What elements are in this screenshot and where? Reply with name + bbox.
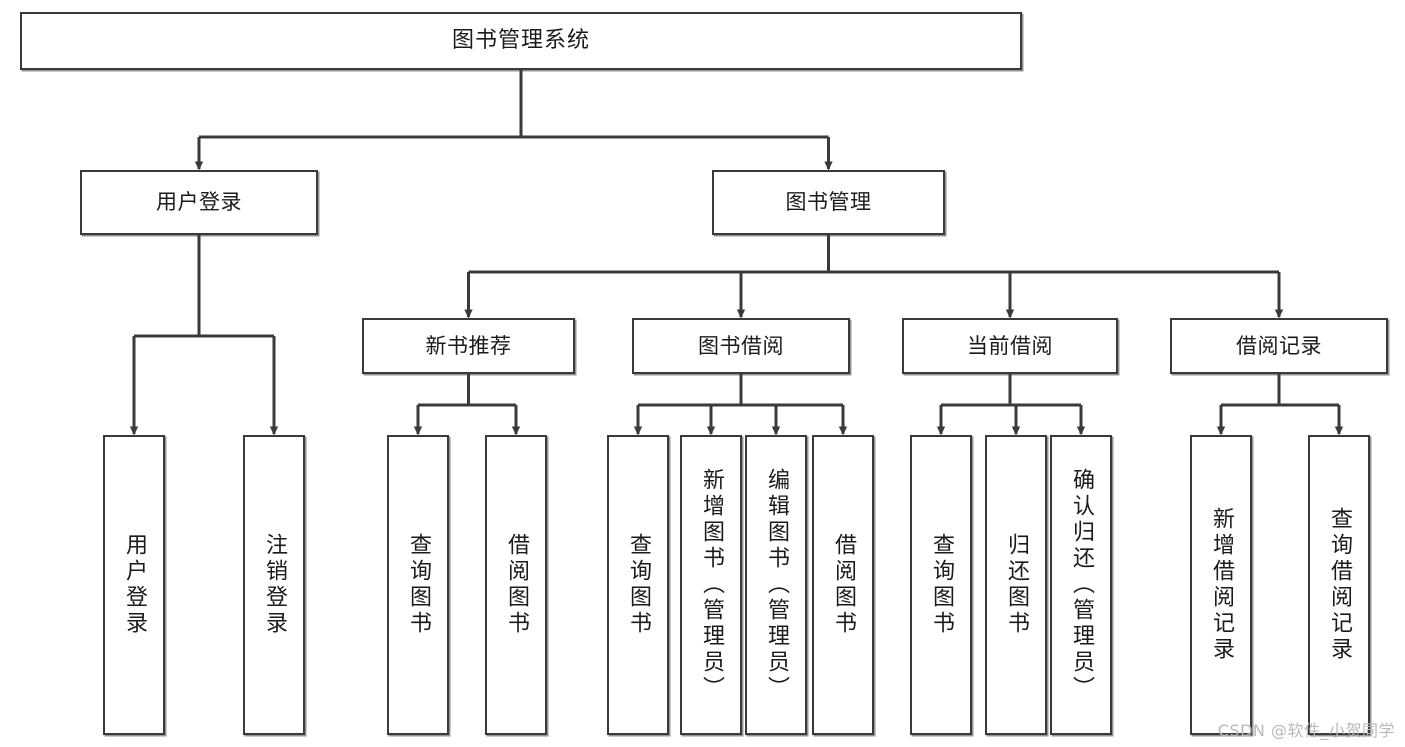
node-leaf-bb-query[interactable]: 查询图书 bbox=[607, 435, 669, 735]
node-leaf-user-login[interactable]: 用户登录 bbox=[103, 435, 165, 735]
node-label-book-borrow: 图书借阅 bbox=[698, 333, 784, 358]
node-label-leaf-br-query: 查询借阅记录 bbox=[1327, 507, 1352, 663]
node-new-book-rec[interactable]: 新书推荐 bbox=[362, 318, 575, 374]
node-label-book-manage: 图书管理 bbox=[785, 190, 872, 215]
node-label-user-login: 用户登录 bbox=[156, 190, 242, 215]
node-leaf-cb-query[interactable]: 查询图书 bbox=[910, 435, 972, 735]
connector-lines bbox=[129, 70, 1344, 436]
node-label-current-borrow: 当前借阅 bbox=[967, 333, 1053, 358]
node-leaf-br-query[interactable]: 查询借阅记录 bbox=[1308, 435, 1370, 735]
node-leaf-bb-edit[interactable]: 编辑图书（管理员） bbox=[745, 435, 807, 735]
node-leaf-br-add[interactable]: 新增借阅记录 bbox=[1190, 435, 1252, 735]
node-book-borrow[interactable]: 图书借阅 bbox=[632, 318, 850, 374]
node-label-leaf-bb-add: 新增图书（管理员） bbox=[699, 468, 724, 702]
watermark-text: CSDN @软件_小贺同学 bbox=[1217, 721, 1395, 740]
node-label-leaf-cb-confirm: 确认归还（管理员） bbox=[1069, 468, 1094, 702]
node-leaf-bb-borrow[interactable]: 借阅图书 bbox=[812, 435, 874, 735]
node-label-leaf-br-add: 新增借阅记录 bbox=[1209, 507, 1234, 663]
node-leaf-rec-query[interactable]: 查询图书 bbox=[387, 435, 449, 735]
node-label-root: 图书管理系统 bbox=[451, 27, 590, 53]
node-user-login[interactable]: 用户登录 bbox=[80, 170, 318, 235]
node-label-leaf-rec-borrow: 借阅图书 bbox=[504, 533, 529, 637]
node-label-leaf-bb-borrow: 借阅图书 bbox=[831, 533, 856, 637]
node-label-borrow-record: 借阅记录 bbox=[1236, 333, 1322, 358]
node-root[interactable]: 图书管理系统 bbox=[20, 12, 1022, 70]
node-label-new-book-rec: 新书推荐 bbox=[425, 333, 512, 358]
node-leaf-cb-return[interactable]: 归还图书 bbox=[985, 435, 1047, 735]
node-label-leaf-cb-return: 归还图书 bbox=[1004, 533, 1029, 637]
node-label-leaf-rec-query: 查询图书 bbox=[406, 533, 431, 637]
node-book-manage[interactable]: 图书管理 bbox=[712, 170, 945, 235]
node-leaf-user-logout[interactable]: 注销登录 bbox=[243, 435, 305, 735]
node-label-leaf-bb-query: 查询图书 bbox=[626, 533, 651, 637]
node-label-leaf-user-logout: 注销登录 bbox=[262, 533, 287, 637]
node-leaf-cb-confirm[interactable]: 确认归还（管理员） bbox=[1050, 435, 1112, 735]
node-label-leaf-bb-edit: 编辑图书（管理员） bbox=[764, 468, 789, 702]
node-leaf-bb-add[interactable]: 新增图书（管理员） bbox=[680, 435, 742, 735]
node-leaf-rec-borrow[interactable]: 借阅图书 bbox=[485, 435, 547, 735]
node-current-borrow[interactable]: 当前借阅 bbox=[902, 318, 1118, 374]
node-label-leaf-cb-query: 查询图书 bbox=[929, 533, 954, 637]
node-label-leaf-user-login: 用户登录 bbox=[122, 533, 147, 637]
node-borrow-record[interactable]: 借阅记录 bbox=[1170, 318, 1388, 374]
